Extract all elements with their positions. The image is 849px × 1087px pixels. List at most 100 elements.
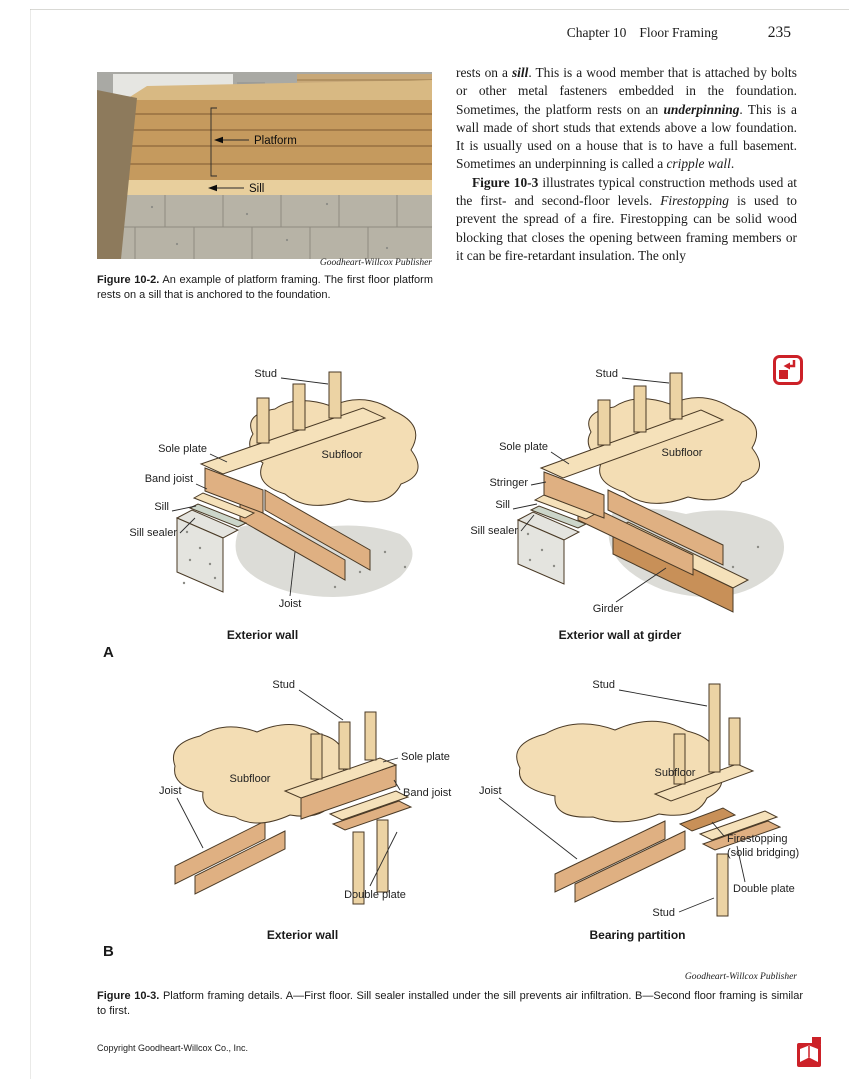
figure-10-2-caption-text: An example of platform framing. The firs… [97,274,433,301]
label-firestopping-line1: Firestopping [727,833,788,845]
sill-board [192,492,256,519]
text-run: . This is a wall made of short studs tha… [456,101,797,172]
figure-10-3-caption-lead: Figure 10-3. [97,990,160,1002]
section-letter-a: A [103,644,114,661]
label-stud: Stud [254,368,277,380]
label-subfloor: Subfloor [322,449,363,461]
stringer-board [543,471,605,519]
foundation-block-wall [105,195,432,259]
joist-boards [174,820,286,895]
publisher-logo-icon [797,1037,821,1067]
label-double-plate: Double plate [733,883,795,895]
subcaption-b-bearing-partition: Bearing partition [589,928,686,942]
sill-sealer-board [188,503,248,528]
sill-board-photo [111,180,432,195]
sole-plate-board [199,407,387,475]
copyright-line: Copyright Goodheart-Willcox Co., Inc. [97,1043,249,1053]
subcaption-a-exterior-wall: Exterior wall [226,628,299,642]
label-joist: Joist [159,785,182,797]
term-underpinning: underpinning [663,101,740,117]
subcaption-a-exterior-wall-at-girder: Exterior wall at girder [558,628,682,642]
foundation-wall [175,509,240,593]
label-subfloor: Subfloor [230,773,271,785]
lower-stud-board [716,853,729,917]
sole-plate-board [539,409,725,479]
diagram-a-exterior-wall-at-girder: Stud Sole plate Stringer Sill Sill seale… [470,368,785,615]
platform-deck-top [125,80,432,100]
label-sill-sealer: Sill sealer [470,525,518,537]
label-sill: Sill [495,499,510,511]
page-number: 235 [767,24,791,41]
label-subfloor: Subfloor [655,767,696,779]
label-joist: Joist [479,785,502,797]
page-edge-line-top [30,9,849,10]
double-plate-boards [698,810,782,851]
double-plate-boards [328,790,413,831]
label-sole-plate: Sole plate [499,441,548,453]
sill-label: Sill [249,183,264,195]
sole-plate-board [653,763,755,802]
foundation-pier [516,511,581,585]
text-run: rests on a [456,65,512,80]
label-sill-sealer: Sill sealer [129,527,177,539]
diagram-b-exterior-wall: Stud Joist Subfloor Sole plate Band jois… [159,679,451,905]
body-text-column: rests on a sill. This is a wood member t… [456,64,797,265]
figure-10-2-caption-lead: Figure 10-2. [97,274,160,286]
text-run: illustrates typical construction methods… [456,174,797,209]
label-stud: Stud [595,368,618,380]
section-heading: Floor Framing [639,25,718,40]
figure-10-3-caption: Figure 10-3. Platform framing details. A… [97,989,803,1018]
photo-annotations: Platform Sill [208,107,297,195]
sill-sealer-board [529,505,588,529]
firestopping-block [678,807,737,832]
term-sill: sill [511,65,529,80]
label-sole-plate: Sole plate [158,443,207,455]
label-firestopping-line2: (solid bridging) [727,847,799,859]
figure-10-2-photo: Platform Sill [97,72,432,259]
label-stringer: Stringer [489,477,528,489]
dirt-bank [97,90,137,259]
interactive-content-icon[interactable] [773,355,803,385]
callout-labels: Stud Joist Subfloor Firestopping (solid … [479,679,799,919]
platform-wood-face [117,100,432,180]
figure-reference: Figure 10-3 [472,174,539,190]
upper-stud-boards [673,683,741,785]
paragraph-sill-underpinning: rests on a sill. This is a wood member t… [456,64,797,174]
section-letter-b: B [103,943,114,960]
label-band-joist: Band joist [403,787,451,799]
label-sole-plate: Sole plate [401,751,450,763]
label-girder: Girder [593,603,624,615]
label-band-joist: Band joist [145,473,193,485]
figure-10-2-credit: Goodheart-Willcox Publisher [319,258,432,268]
lower-stud-boards [352,819,389,905]
stud-boards [597,372,683,446]
stud-boards [256,371,342,444]
callout-labels: Stud Sole plate Stringer Sill Sill seale… [470,368,703,615]
text-run: is used to prevent the spread of a fire.… [456,193,797,263]
joist-boards [554,820,686,903]
diagram-a-exterior-wall: Stud Sole plate Band joist Sill Sill sea… [129,368,419,610]
chapter-heading: Chapter 10 [566,25,627,40]
figure-10-2-caption: Figure 10-2. An example of platform fram… [97,273,433,302]
joist-boards [577,489,724,576]
label-stud-bottom: Stud [652,907,675,919]
callout-labels: Stud Joist Subfloor Sole plate Band jois… [159,679,451,901]
subcaption-b-exterior-wall: Exterior wall [266,928,339,942]
diagram-b-bearing-partition: Stud Joist Subfloor Firestopping (solid … [479,679,799,919]
label-stud-top: Stud [592,679,615,691]
term-cripple-wall: cripple wall [666,156,731,172]
band-joist-board [204,467,264,514]
text-run: . This is a wood member that is attached… [456,65,797,117]
label-double-plate: Double plate [344,889,406,901]
label-subfloor: Subfloor [662,447,703,459]
paragraph-figure-10-3: Figure 10-3 illustrates typical construc… [456,174,797,265]
upper-stud-boards [310,711,377,780]
label-sill: Sill [154,501,169,513]
callout-labels: Stud Sole plate Band joist Sill Sill sea… [129,368,363,610]
page-edge-line-left [30,9,31,1079]
figure-10-3-credit: Goodheart-Willcox Publisher [684,972,797,982]
figure-10-3-caption-text: Platform framing details. A—First floor.… [97,990,804,1017]
term-firestopping: Firestopping [660,193,729,209]
platform-label: Platform [254,135,297,147]
